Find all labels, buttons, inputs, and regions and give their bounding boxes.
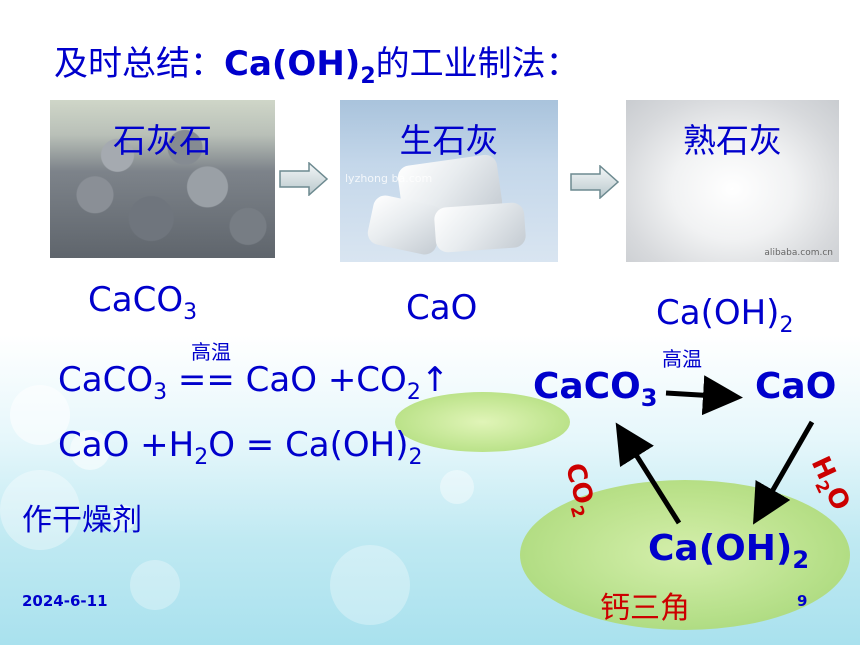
lily-pad-decoration xyxy=(520,480,850,630)
arrow-cao-to-caoh2 xyxy=(753,420,815,525)
lily-pad-decoration xyxy=(395,392,570,452)
cycle-caoh2-base: Ca(OH) xyxy=(648,528,793,569)
quicklime-photo: lyzhong ba.com 生石灰 xyxy=(340,100,558,262)
caoh2-subscript: 2 xyxy=(779,312,794,338)
page-title: 及时总结：Ca(OH)2的工业制法： xyxy=(54,36,580,89)
bokeh-decoration xyxy=(110,505,136,531)
cycle-caco3: CaCO3 xyxy=(533,366,657,412)
caoh2-base: Ca(OH) xyxy=(656,293,780,333)
caoh2-name: Ca(OH)2 xyxy=(656,293,793,338)
footer-date: 2024-6-11 xyxy=(22,592,108,610)
limestone-photo: 石灰石 xyxy=(50,100,275,258)
caco3-name: CaCO3 xyxy=(88,280,197,325)
cycle-caoh2: Ca(OH)2 xyxy=(648,528,809,574)
photo-watermark: lyzhong ba.com xyxy=(345,172,433,185)
limestone-label: 石灰石 xyxy=(113,121,212,160)
cycle-caption: 钙三角 xyxy=(600,591,690,626)
eq1-sub-b: 2 xyxy=(406,379,421,405)
eq1-condition: 高温 xyxy=(191,340,231,364)
eq2-part-b: O = Ca(OH) xyxy=(208,425,409,465)
bokeh-decoration xyxy=(440,470,474,504)
equation-1: CaCO3 == CaO +CO2↑ xyxy=(58,360,449,405)
title-suffix: 的工业制法： xyxy=(375,44,580,84)
eq2-sub-b: 2 xyxy=(408,444,423,470)
quicklime-label: 生石灰 xyxy=(399,121,499,160)
eq1-part-a: CaCO xyxy=(58,360,154,400)
caco3-subscript: 3 xyxy=(183,299,198,325)
title-formula-subscript: 2 xyxy=(360,63,376,89)
title-formula: Ca(OH) xyxy=(224,44,361,84)
cycle-cao: CaO xyxy=(755,366,837,407)
eq1-up-arrow: ↑ xyxy=(420,360,450,400)
bokeh-decoration xyxy=(0,470,80,550)
arrow-caco3-to-cao xyxy=(665,375,743,416)
bokeh-decoration xyxy=(330,545,410,625)
eq2-sub-a: 2 xyxy=(194,444,209,470)
page-number: 9 xyxy=(797,592,808,610)
slaked-lime-photo: 熟石灰 alibaba.com.cn xyxy=(626,100,839,262)
cao-name: CaO xyxy=(406,288,478,328)
cycle-caco3-subscript: 3 xyxy=(640,384,658,413)
title-prefix: 及时总结： xyxy=(54,44,224,84)
cycle-caco3-base: CaCO xyxy=(533,366,641,407)
eq1-sub-a: 3 xyxy=(153,379,168,405)
photo-watermark: alibaba.com.cn xyxy=(764,248,833,258)
arrow-caoh2-to-caco3 xyxy=(615,422,682,525)
slaked-lime-label: 熟石灰 xyxy=(683,121,782,160)
eq2-part-a: CaO +H xyxy=(58,425,195,465)
bokeh-decoration xyxy=(130,560,180,610)
bokeh-decoration xyxy=(70,430,110,470)
eq1-part-b: == CaO +CO xyxy=(167,360,407,400)
bokeh-decoration xyxy=(10,385,70,445)
caco3-base: CaCO xyxy=(88,280,184,320)
usage-note: 作干燥剂 xyxy=(22,503,142,538)
cycle-caoh2-subscript: 2 xyxy=(792,546,810,575)
equation-2: CaO +H2O = Ca(OH)2 xyxy=(58,425,423,470)
arrow-right-icon xyxy=(570,165,620,199)
cycle-condition: 高温 xyxy=(662,347,702,371)
arrow-right-icon xyxy=(279,162,329,196)
